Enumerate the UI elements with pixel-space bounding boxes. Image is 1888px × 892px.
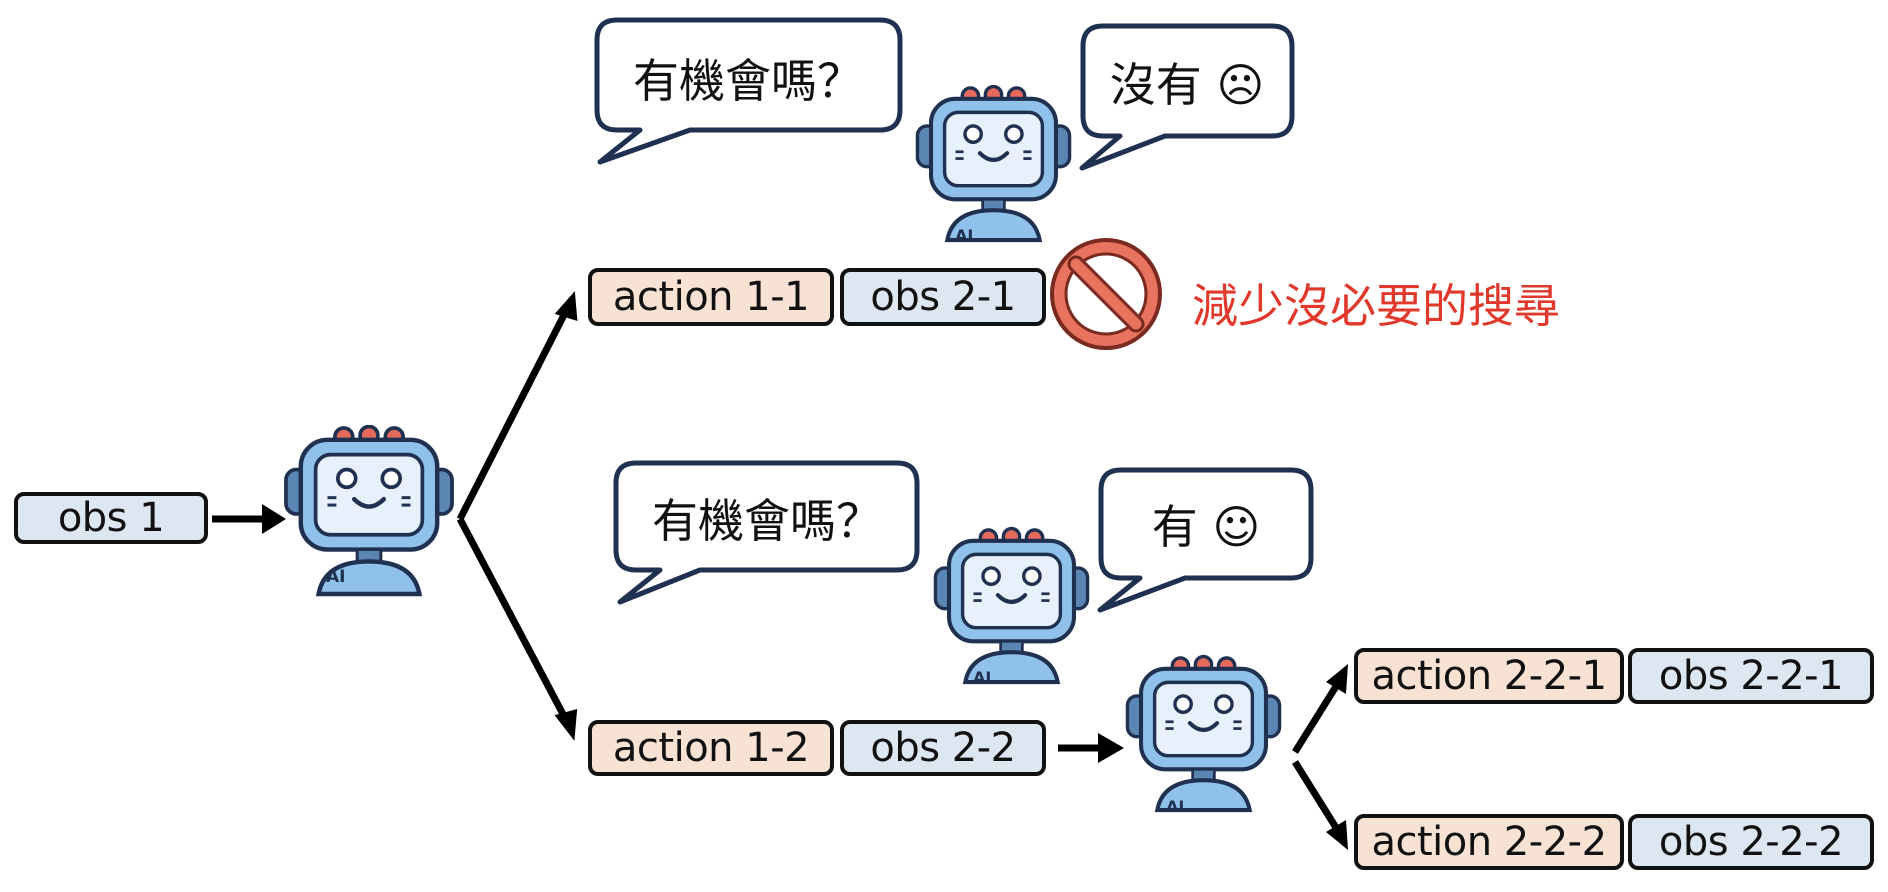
arrow-obs1-to-robot-head xyxy=(262,504,286,534)
branch-arrowhead-down xyxy=(554,709,578,741)
robot-icon xyxy=(933,526,1090,685)
bubble-text-top-question: 有機會嗎？ xyxy=(633,54,863,108)
robot-icon-root xyxy=(284,425,454,597)
bubble-text-top-answer: 沒有 ☹ xyxy=(1109,58,1265,112)
arrow-obs22-to-robot-head xyxy=(1098,733,1124,763)
branch-arrowhead-2-2-1 xyxy=(1326,664,1348,694)
robot-badge: AI xyxy=(955,226,974,245)
speech-bubble-top-question xyxy=(594,17,903,165)
node-obs-2-2: obs 2-2 xyxy=(840,720,1046,776)
prune-annotation: 減少沒必要的搜尋 xyxy=(1192,279,1560,333)
robot-badge: AI xyxy=(973,668,992,687)
branch-arrowhead-2-2-2 xyxy=(1326,820,1348,850)
branch-line-to-action-1-1 xyxy=(456,311,569,521)
robot-icon xyxy=(1125,654,1282,813)
robot-icon xyxy=(284,425,454,597)
speech-bubble-top-answer xyxy=(1079,23,1295,171)
robot-badge: AI xyxy=(1166,797,1185,816)
node-obs-2-2-1: obs 2-2-1 xyxy=(1628,648,1874,704)
node-action-1-2: action 1-2 xyxy=(588,720,834,776)
bubble-text-bottom-answer: 有 ☺ xyxy=(1151,500,1261,554)
robot-icon-top xyxy=(915,84,1072,243)
branch-arrowhead-up xyxy=(554,291,578,321)
node-obs-2-1: obs 2-1 xyxy=(840,268,1046,326)
robot-icon-bottom-mid xyxy=(933,526,1090,685)
node-action-2-2-1: action 2-2-1 xyxy=(1354,648,1624,704)
branch-line-to-action-2-2-1 xyxy=(1292,678,1343,754)
robot-icon xyxy=(915,84,1072,243)
node-obs-1: obs 1 xyxy=(14,492,208,544)
speech-bubble-bottom-answer xyxy=(1097,467,1314,613)
speech-bubble-bottom-question xyxy=(613,460,920,605)
prohibit-icon xyxy=(1050,238,1162,350)
node-obs-2-2-2: obs 2-2-2 xyxy=(1628,814,1874,870)
robot-badge: AI xyxy=(326,567,346,587)
node-action-2-2-2: action 2-2-2 xyxy=(1354,814,1624,870)
branch-line-to-action-1-2 xyxy=(456,517,569,720)
bubble-text-bottom-question: 有機會嗎？ xyxy=(652,494,882,548)
robot-icon-bottom-right xyxy=(1125,654,1282,813)
branch-line-to-action-2-2-2 xyxy=(1292,760,1343,836)
node-action-1-1: action 1-1 xyxy=(588,268,834,326)
